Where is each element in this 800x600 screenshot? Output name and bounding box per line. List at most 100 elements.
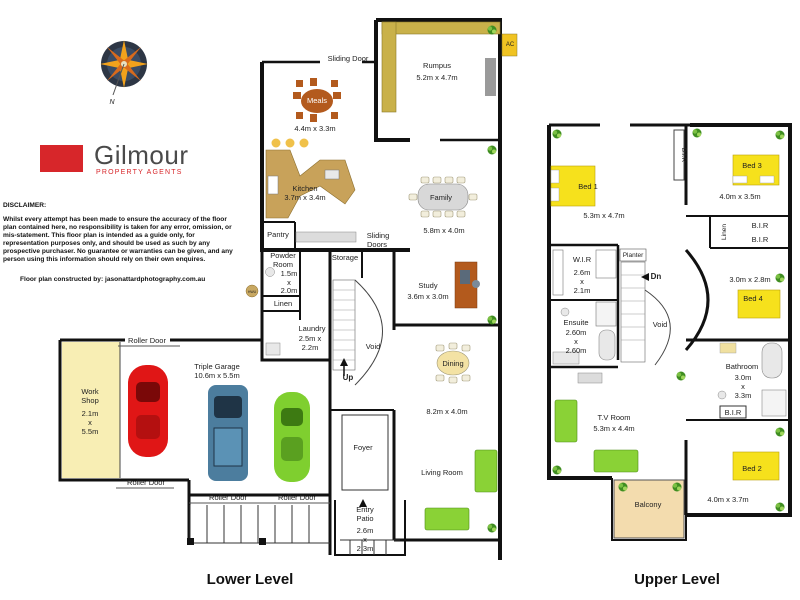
rumpus-size: 5.2m x 4.7m [416, 73, 457, 82]
study-size: 3.6m x 3.0m [407, 292, 448, 301]
laundry-label: Laundry [298, 324, 325, 333]
linen-label: Linen [274, 299, 292, 308]
entry-size-2: x [363, 535, 367, 544]
laundry-size-2: 2.2m [302, 343, 319, 352]
garage-label: Triple Garage [194, 362, 240, 371]
entry-label-1: Entry [356, 505, 374, 514]
upper-void-label: Void [653, 320, 668, 329]
lower-sliding-door-label: Sliding Door [328, 54, 369, 63]
bed-3-label: Bed 3 [742, 161, 762, 170]
upper-dn-label: Dn [651, 272, 662, 281]
ac-label: AC [506, 42, 515, 48]
upper-level-furniture [550, 128, 787, 539]
bed-2-size: 4.0m x 3.7m [707, 495, 748, 504]
foyer-label: Foyer [353, 443, 373, 452]
lower-level-labels: Sliding Door AC Rumpus 5.2m x 4.7m Meals… [81, 42, 515, 588]
disclaimer: DISCLAIMER: Whilst every attempt has bee… [3, 202, 235, 264]
workshop-label-1: Work [81, 387, 99, 396]
car-red [128, 365, 168, 457]
kitchen-size: 3.7m x 3.4m [284, 193, 325, 202]
planter-label: Planter [623, 252, 644, 259]
compass-north-label: N [109, 99, 115, 106]
ensuite-size-1: 2.60m [566, 328, 587, 337]
gilmour-logo: Gilmour PROPERTY AGENTS [40, 140, 210, 178]
powder-size-2: x [287, 278, 291, 287]
lower-level-title: Lower Level [207, 571, 294, 588]
family-label: Family [430, 193, 452, 202]
logo-mark [40, 145, 83, 172]
powder-size-1: 1.5m [281, 269, 298, 278]
storage-label: Storage [332, 253, 358, 262]
roller-door-bottom-3: Roller Door [278, 493, 316, 502]
wir-size-3: 2.1m [574, 286, 591, 295]
balcony-label: Balcony [635, 500, 662, 509]
bathroom-size-3: 3.3m [735, 391, 752, 400]
study-label: Study [418, 281, 437, 290]
rumpus-label: Rumpus [423, 61, 451, 70]
living-label: Living Room [421, 468, 463, 477]
upper-level-title: Upper Level [634, 571, 720, 588]
family-size: 5.8m x 4.0m [423, 226, 464, 235]
car-blue [208, 385, 248, 481]
bir-1-label: B.I.R [680, 148, 687, 163]
ensuite-size-2: x [574, 337, 578, 346]
roller-door-top: Roller Door [128, 336, 166, 345]
workshop-size-3: 5.5m [82, 427, 99, 436]
hwu-label: HWU [248, 290, 257, 294]
lower-level-furniture: HWU [62, 21, 518, 555]
entry-label-2: Patio [356, 514, 373, 523]
bathroom-size-2: x [741, 382, 745, 391]
meals-label: Meals [307, 96, 327, 105]
bed-4-size: 3.0m x 2.8m [729, 275, 770, 284]
bed-3-size: 4.0m x 3.5m [719, 192, 760, 201]
powder-label-1: Powder [270, 251, 296, 260]
wir-size-2: x [580, 277, 584, 286]
upper-linen-label: Linen [721, 224, 728, 240]
dining-label: Dining [442, 359, 463, 368]
living-size: 8.2m x 4.0m [426, 407, 467, 416]
kitchen-label: Kitchen [292, 184, 317, 193]
disclaimer-heading: DISCLAIMER: [3, 202, 47, 209]
roller-door-bottom-2: Roller Door [209, 493, 247, 502]
meals-size: 4.4m x 3.3m [294, 124, 335, 133]
sliding-doors-line1: Sliding [367, 231, 390, 240]
workshop-label-2: Shop [81, 396, 99, 405]
laundry-size-1: 2.5m x [299, 334, 322, 343]
sliding-doors-line2: Doors [367, 240, 387, 249]
entry-size-1: 2.6m [357, 526, 374, 535]
bir-4-label: B.I.R [725, 408, 742, 417]
workshop-size-2: x [88, 418, 92, 427]
bed-4-label: Bed 4 [743, 294, 763, 303]
compass-rose: N [100, 40, 148, 106]
powder-label-2: Room [273, 260, 293, 269]
bir-3-label: B.I.R [752, 235, 769, 244]
powder-size-3: 2.0m [281, 286, 298, 295]
lower-void-label: Void [366, 342, 381, 351]
brand-name: Gilmour [94, 140, 189, 170]
bed-2-label: Bed 2 [742, 464, 762, 473]
ensuite-size-3: 2.60m [566, 346, 587, 355]
floor-plan-credit: Floor plan constructed by: jasonattardph… [20, 276, 206, 283]
pantry-label: Pantry [267, 230, 289, 239]
entry-size-3: 2.3m [357, 544, 374, 553]
disclaimer-body: Whilst every attempt has been made to en… [3, 216, 233, 263]
workshop-size-1: 2.1m [82, 409, 99, 418]
bir-2-label: B.I.R [752, 221, 769, 230]
wir-size-1: 2.6m [574, 268, 591, 277]
ensuite-label: Ensuite [563, 318, 588, 327]
lower-level-walls [58, 18, 502, 560]
tv-room-label: T.V Room [598, 413, 631, 422]
upper-level-labels: B.I.R Bed 1 5.3m x 4.7m Bed 3 4.0m x 3.5… [563, 148, 770, 588]
upper-level-walls [547, 123, 792, 541]
bathroom-label: Bathroom [726, 362, 759, 371]
roller-door-bottom-1: Roller Door [127, 478, 165, 487]
bed-1-label: Bed 1 [578, 182, 598, 191]
bathroom-size-1: 3.0m [735, 373, 752, 382]
bed-1-size: 5.3m x 4.7m [583, 211, 624, 220]
tv-room-size: 5.3m x 4.4m [593, 424, 634, 433]
lower-up-label: Up [343, 373, 354, 382]
wir-label: W.I.R [573, 255, 592, 264]
car-green [274, 392, 310, 482]
garage-size: 10.6m x 5.5m [194, 371, 239, 380]
